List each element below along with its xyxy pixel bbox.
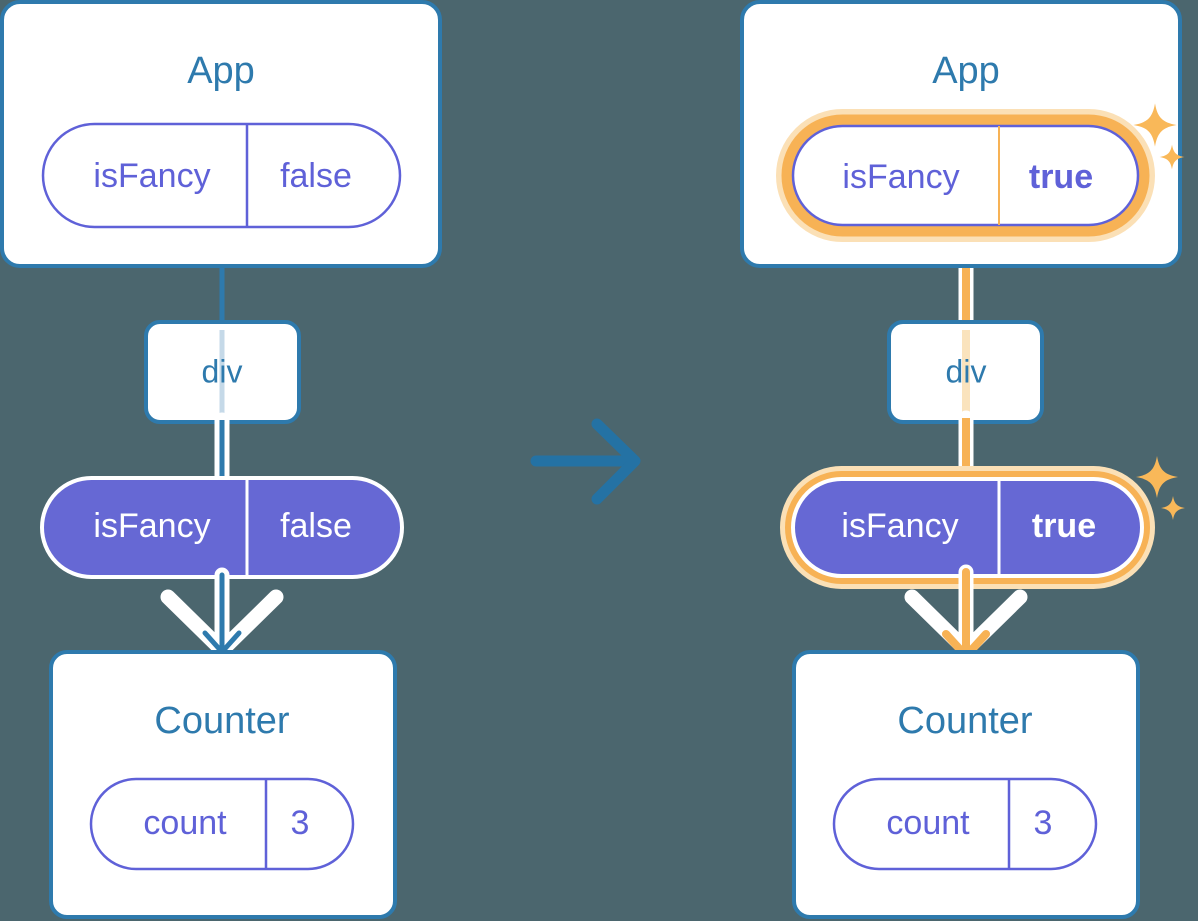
after-props-pill-key: isFancy bbox=[841, 507, 958, 545]
before-app-card-title: App bbox=[187, 50, 255, 92]
before-counter-state-value: 3 bbox=[291, 804, 310, 842]
before-counter-state-pill: count 3 bbox=[89, 777, 355, 871]
before-counter-card-title: Counter bbox=[154, 700, 290, 742]
before-div-node: div bbox=[144, 320, 301, 424]
after-props-pill-value: true bbox=[1032, 507, 1096, 545]
before-arrow-to-counter bbox=[160, 567, 284, 661]
after-app-state-pill: isFancy true bbox=[791, 124, 1140, 227]
before-counter-state-key: count bbox=[143, 804, 227, 842]
after-counter-card-title: Counter bbox=[897, 700, 1033, 742]
after-div-node-label: div bbox=[946, 353, 987, 389]
after-app-state-value: true bbox=[1029, 158, 1093, 196]
after-counter-state-value: 3 bbox=[1034, 804, 1053, 842]
before-app-state-pill: isFancy false bbox=[41, 122, 402, 229]
before-props-pill-key: isFancy bbox=[93, 507, 210, 545]
before-div-node-label: div bbox=[202, 353, 243, 389]
after-app-card-title: App bbox=[932, 50, 1000, 92]
arrow-right-icon bbox=[530, 418, 641, 505]
before-app-state-value: false bbox=[280, 157, 352, 195]
after-app-state-key: isFancy bbox=[842, 158, 959, 196]
before-props-pill-value: false bbox=[280, 507, 352, 545]
before-props-pill: isFancy false bbox=[40, 476, 404, 579]
after-counter-state-pill: count 3 bbox=[832, 777, 1098, 871]
before-app-state-key: isFancy bbox=[93, 157, 210, 195]
after-counter-state-key: count bbox=[886, 804, 970, 842]
after-props-pill: isFancy true bbox=[791, 477, 1144, 578]
after-div-node: div bbox=[887, 320, 1044, 424]
after-app-state-pill-highlight bbox=[776, 109, 1155, 242]
